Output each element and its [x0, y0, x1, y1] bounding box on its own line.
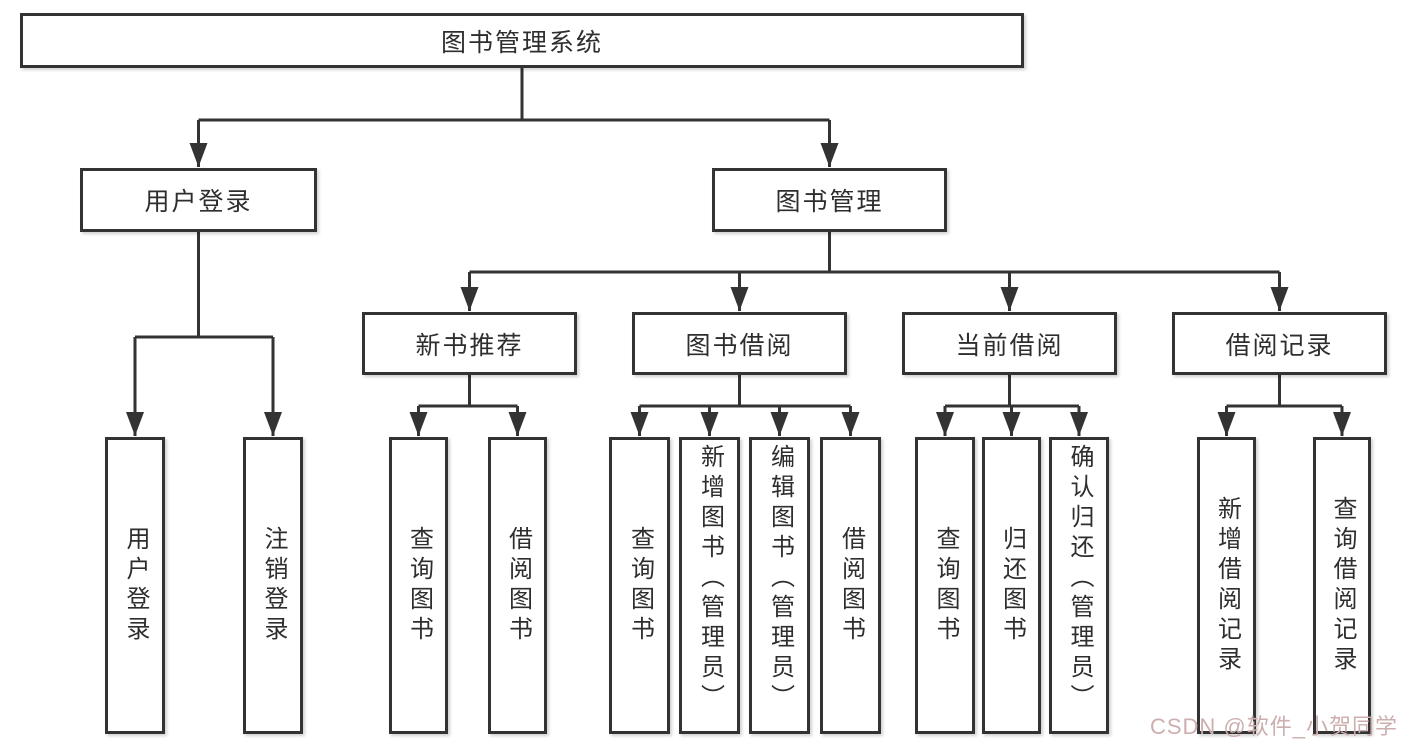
node-book-borrow: 图书借阅 [632, 312, 847, 375]
leaf-borrow-books: 借阅图书 [820, 437, 881, 734]
leaf-add-borrow-record: 新增借阅记录 [1197, 437, 1256, 734]
node-current-borrow: 当前借阅 [902, 312, 1117, 375]
node-book-management: 图书管理 [712, 168, 947, 232]
leaf-add-books-admin: 新增图书（管理员） [679, 437, 740, 734]
leaf-user-login: 用户登录 [105, 437, 165, 734]
connector-skeleton [135, 68, 1342, 408]
leaf-query-books-current: 查询图书 [915, 437, 975, 734]
leaf-query-borrow-record: 查询借阅记录 [1313, 437, 1371, 734]
watermark: CSDN @软件_小贺同学 [1149, 714, 1398, 739]
node-user-login: 用户登录 [80, 168, 317, 232]
leaf-query-books-borrow: 查询图书 [609, 437, 670, 734]
leaf-edit-books-admin: 编辑图书（管理员） [749, 437, 810, 734]
node-new-book-recommend: 新书推荐 [362, 312, 577, 375]
leaf-confirm-return-admin: 确认归还（管理员） [1049, 437, 1109, 734]
node-borrow-records: 借阅记录 [1172, 312, 1387, 375]
leaf-query-books-recommend: 查询图书 [389, 437, 448, 734]
leaf-return-books: 归还图书 [982, 437, 1041, 734]
leaf-borrow-books-recommend: 借阅图书 [488, 437, 547, 734]
leaf-logout: 注销登录 [243, 437, 303, 734]
node-root: 图书管理系统 [20, 13, 1024, 68]
